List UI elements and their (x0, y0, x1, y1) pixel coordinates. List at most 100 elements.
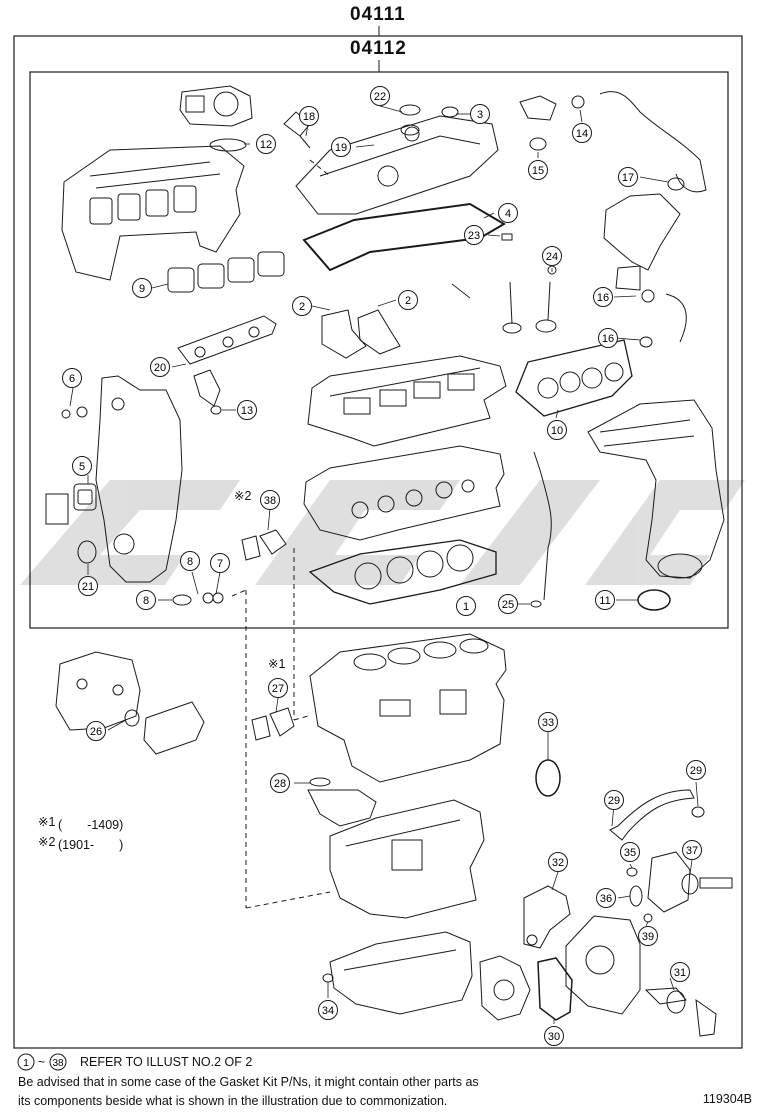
callout-13: 13 (237, 400, 257, 420)
callout-circle (86, 721, 106, 741)
oil-pan-drawing (329, 931, 473, 1015)
callout-circle (686, 760, 706, 780)
callout-10: 10 (547, 420, 567, 440)
callout-number: 12 (260, 139, 272, 151)
callout-37: 37 (682, 840, 702, 860)
kit-code-outer: 04111 (350, 4, 406, 25)
cylinder-head-cover-drawing (295, 115, 499, 215)
callout-17: 17 (618, 167, 638, 187)
callout-circle (62, 368, 82, 388)
callout-number: 31 (674, 967, 686, 979)
callout-27: 27 (268, 678, 288, 698)
callout-number: 4 (505, 208, 511, 220)
callout-14: 14 (572, 123, 592, 143)
leader-lines (69, 105, 699, 1024)
callout-34: 34 (318, 1000, 338, 1020)
callout-circle (210, 553, 230, 573)
exhaust-gasket-drawing (515, 339, 633, 417)
callout-30: 30 (544, 1026, 564, 1046)
footer-range-marks: 1 ~ 38 (17, 1053, 67, 1071)
footer-advisory-line2: its components beside what is shown in t… (18, 1094, 448, 1108)
callout-38: 38 (260, 490, 280, 510)
callout-20: 20 (150, 357, 170, 377)
footer-advisory-line1: Be advised that in some case of the Gask… (18, 1075, 479, 1089)
callout-circle (292, 296, 312, 316)
callout-39: 39 (638, 926, 658, 946)
callout-circle (318, 1000, 338, 1020)
callout-number: 11 (599, 595, 610, 607)
footer-ref-text: REFER TO ILLUST NO.2 OF 2 (80, 1055, 253, 1069)
callout-8: 8 (180, 551, 200, 571)
callout-number: 30 (548, 1031, 560, 1043)
callout-number: 5 (79, 461, 85, 473)
callout-circle (593, 287, 613, 307)
egr-drawing (603, 193, 687, 343)
intake-gasket-drawing (167, 251, 285, 293)
callout-number: 28 (274, 778, 286, 790)
callout-circle (542, 246, 562, 266)
callout-circle (618, 167, 638, 187)
callout-26: 26 (86, 721, 106, 741)
callout-number: 2 (299, 301, 305, 313)
callout-circle (132, 278, 152, 298)
watermark-logo (20, 480, 745, 585)
callout-number: 13 (241, 405, 253, 417)
callout-number: 19 (335, 142, 347, 154)
callout-circle (547, 420, 567, 440)
callout-18: 18 (299, 106, 319, 126)
callout-circle (464, 225, 484, 245)
callout-number: 32 (552, 857, 564, 869)
callout-number: 33 (542, 717, 554, 729)
callout-circle (256, 134, 276, 154)
callout-number: 14 (576, 128, 588, 140)
callout-circle (572, 123, 592, 143)
callout-circle (595, 590, 615, 610)
note-2-range: (1901- ) (58, 838, 124, 852)
callout-number: 36 (600, 893, 612, 905)
callout-number: 27 (272, 683, 284, 695)
callout-circle (498, 594, 518, 614)
note-1-mark: ※1 (38, 815, 56, 829)
timing-chain-cover-drawing (55, 651, 205, 755)
callout-circle (604, 790, 624, 810)
callout-circle (150, 357, 170, 377)
kit-code-inner: 04112 (350, 38, 407, 59)
callout-3: 3 (470, 104, 490, 124)
callout-number: 29 (690, 765, 702, 777)
callout-circle (237, 400, 257, 420)
callout-circle (456, 596, 476, 616)
callout-circle (548, 852, 568, 872)
callout-number: 8 (143, 595, 149, 607)
callout-6: 6 (62, 368, 82, 388)
callout-number: 38 (264, 495, 276, 507)
callout-number: 9 (139, 283, 145, 295)
callout-number: 17 (622, 172, 634, 184)
callout-circle (670, 962, 690, 982)
callout-circle (470, 104, 490, 124)
callout-21: 21 (78, 576, 98, 596)
callout-number: 37 (686, 845, 698, 857)
callout-12: 12 (256, 134, 276, 154)
callout-number: 3 (477, 109, 483, 121)
callout-29: 29 (604, 790, 624, 810)
timing-cover-drawing (95, 375, 183, 583)
footer-range-start: 1 (23, 1058, 29, 1069)
callout-number: 34 (322, 1005, 334, 1017)
callout-2: 2 (292, 296, 312, 316)
svg-text:~: ~ (38, 1055, 45, 1069)
callout-circle (78, 576, 98, 596)
callout-31: 31 (670, 962, 690, 982)
callout-circle (370, 86, 390, 106)
callout-35: 35 (620, 842, 640, 862)
callout-circle (268, 678, 288, 698)
callout-circle (260, 490, 280, 510)
callout-23: 23 (464, 225, 484, 245)
callout-25: 25 (498, 594, 518, 614)
callout-number: 35 (624, 847, 636, 859)
callout-circle (270, 773, 290, 793)
callout-33: 33 (538, 712, 558, 732)
callout-8: 8 (136, 590, 156, 610)
head-gasket-drawing (308, 539, 497, 605)
callout-circle (136, 590, 156, 610)
mark-1: ※1 (268, 657, 286, 671)
